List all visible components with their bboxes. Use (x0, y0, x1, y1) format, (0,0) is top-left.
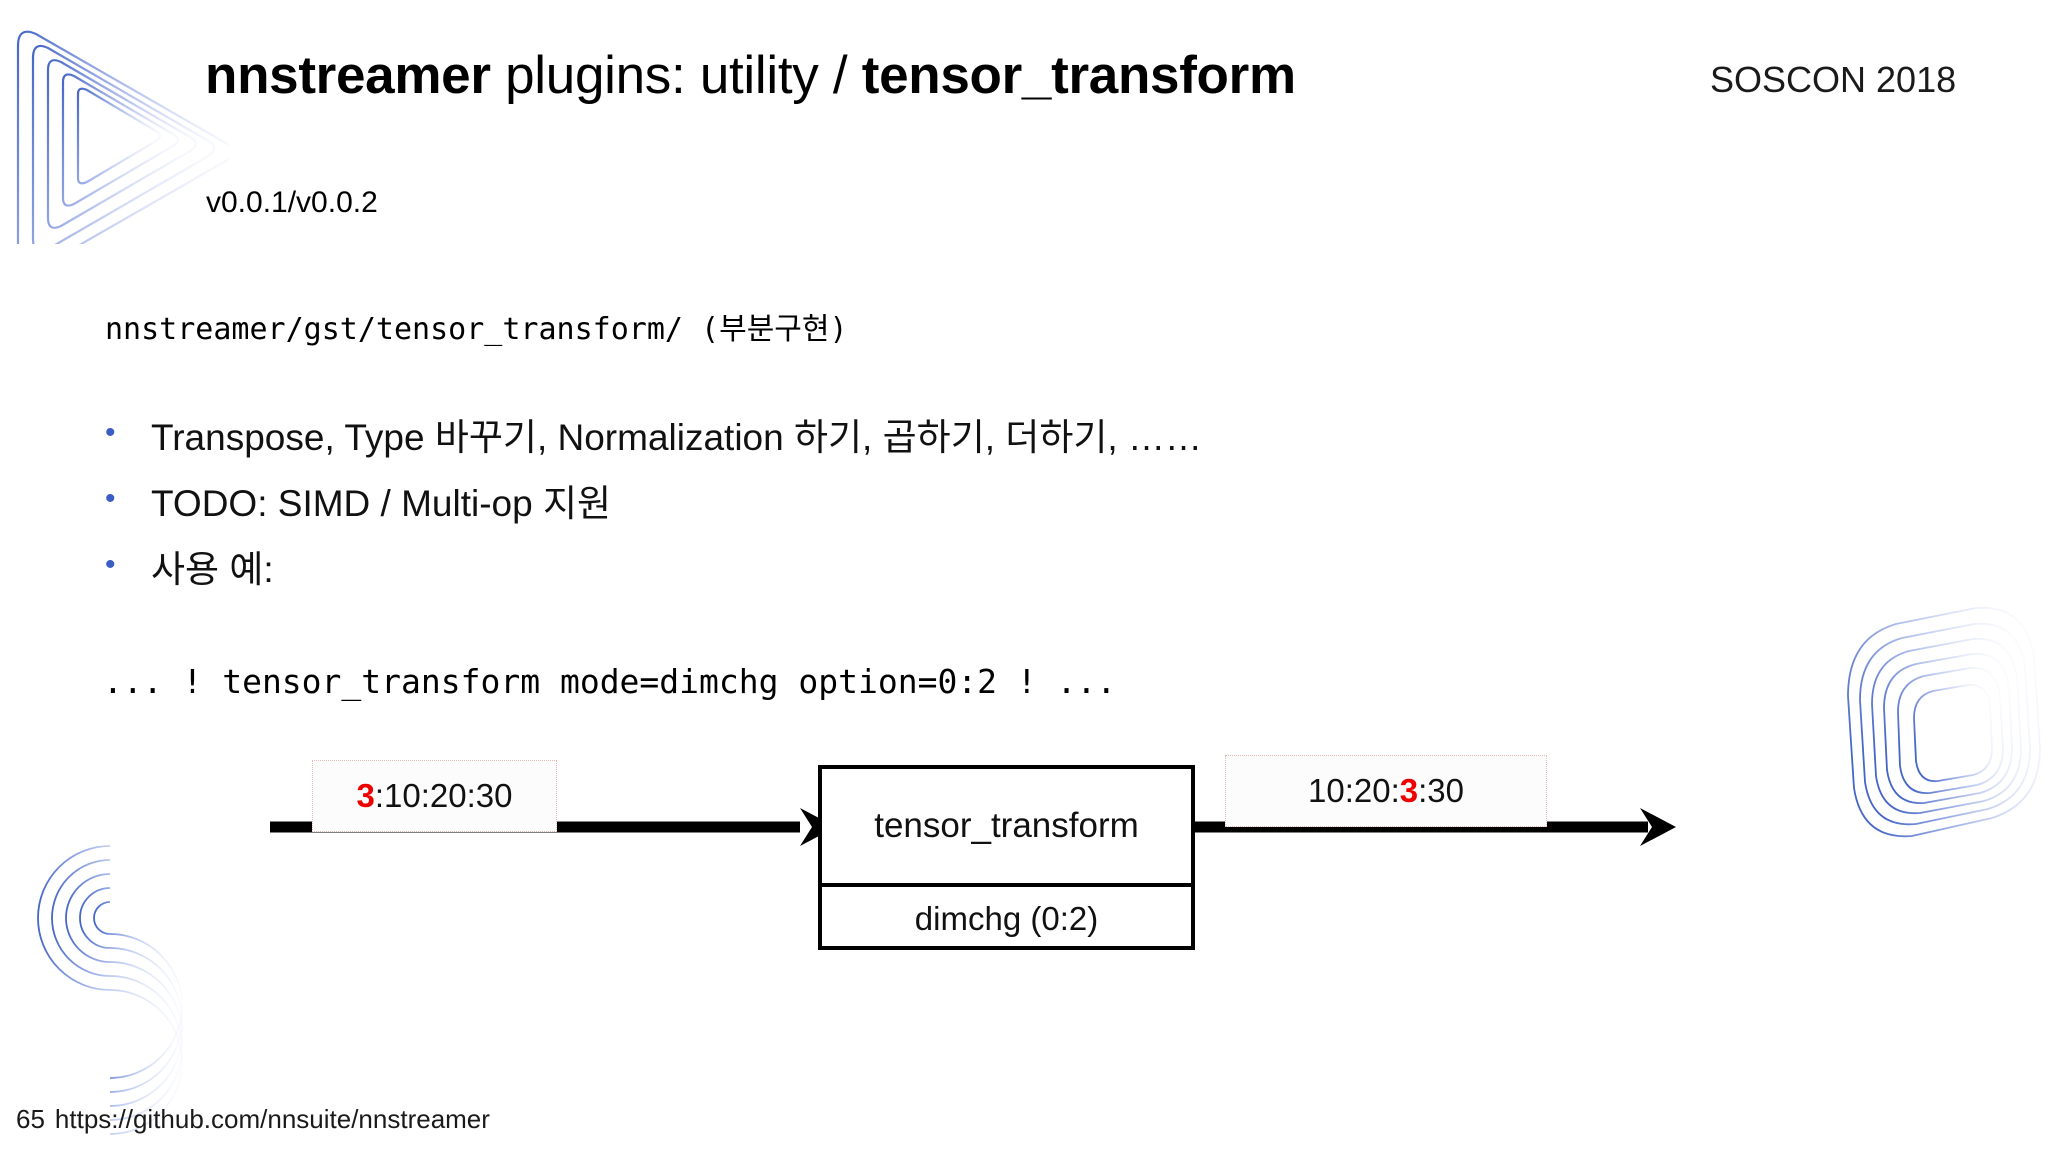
output-label-highlight: 3 (1399, 772, 1419, 809)
input-tensor-dim-label: 3:10:20:30 (312, 760, 557, 832)
footer-url: https://github.com/nnsuite/nnstreamer (54, 1104, 490, 1134)
pipeline-diagram: 3:10:20:30 10:20:3:30 tensor_transform d… (0, 720, 2048, 1000)
output-label-prefix: 10:20: (1308, 772, 1400, 809)
tensor-transform-node: tensor_transform dimchg (0:2) (818, 765, 1195, 950)
bullet-list: • Transpose, Type 바꾸기, Normalization 하기,… (105, 415, 1705, 613)
pipeline-code-line: ... ! tensor_transform mode=dimchg optio… (103, 662, 1117, 701)
node-title: tensor_transform (822, 769, 1191, 887)
list-item-label: TODO: SIMD / Multi-op 지원 (151, 483, 612, 524)
node-subtitle: dimchg (0:2) (914, 899, 1099, 937)
bullet-dot-icon: • (105, 482, 116, 515)
list-item: • TODO: SIMD / Multi-op 지원 (105, 481, 1705, 547)
bullet-dot-icon: • (105, 416, 116, 449)
list-item: • Transpose, Type 바꾸기, Normalization 하기,… (105, 415, 1705, 481)
output-label-suffix: :30 (1418, 772, 1464, 809)
slide-footer: 65 https://github.com/nnsuite/nnstreamer (16, 1103, 490, 1135)
page-title: nnstreamer plugins: utility / tensor_tra… (205, 45, 1296, 107)
title-plugin-name: nnstreamer (205, 46, 491, 105)
source-path-line: nnstreamer/gst/tensor_transform/ (부분구현) (105, 312, 848, 347)
title-element-name: tensor_transform (861, 46, 1296, 105)
slide-header: nnstreamer plugins: utility / tensor_tra… (0, 0, 2048, 219)
title-middle-text: plugins: utility / (490, 46, 862, 105)
list-item-label: 사용 예: (151, 549, 274, 590)
input-label-rest: :10:20:30 (374, 777, 513, 814)
output-tensor-dim-label: 10:20:3:30 (1225, 755, 1547, 827)
list-item: • 사용 예: (105, 547, 1705, 613)
version-label: v0.0.1/v0.0.2 (206, 186, 378, 219)
bullet-dot-icon: • (105, 548, 116, 581)
conference-label: SOSCON 2018 (1710, 59, 1957, 100)
input-label-highlight: 3 (356, 777, 375, 814)
page-number: 65 (16, 1104, 45, 1134)
list-item-label: Transpose, Type 바꾸기, Normalization 하기, 곱… (151, 417, 1202, 458)
